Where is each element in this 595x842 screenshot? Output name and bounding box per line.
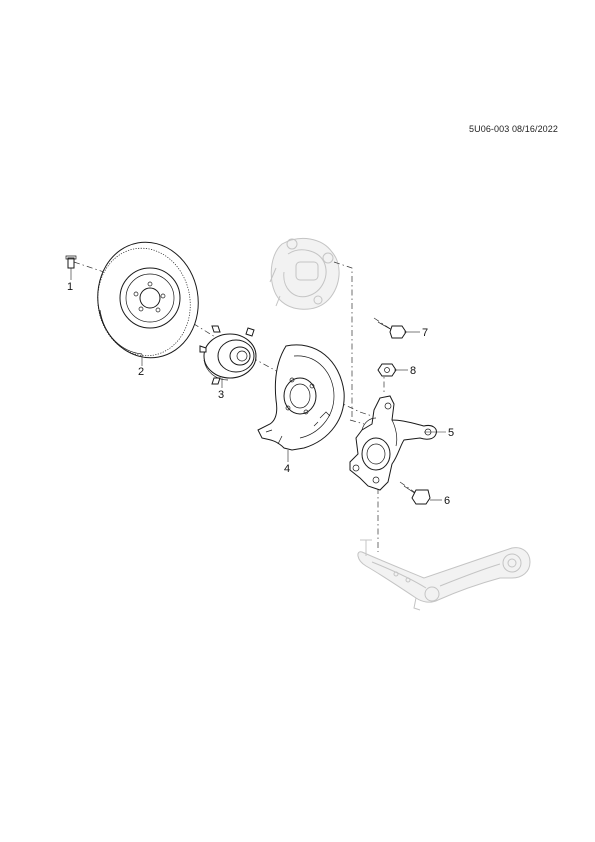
part-1-bolt — [65, 255, 77, 269]
part-3-wheel-hub — [199, 325, 257, 385]
callout-6: 6 — [444, 495, 450, 507]
callout-4: 4 — [284, 463, 290, 475]
drawing-reference-code: 5U06-003 08/16/2022 — [469, 124, 558, 134]
part-5-steering-knuckle — [349, 395, 437, 491]
part-6-bolt — [403, 485, 431, 505]
part-4-dust-shield — [257, 344, 345, 451]
callout-8: 8 — [410, 365, 416, 377]
part-7-bolt — [377, 321, 407, 339]
part-2-brake-rotor — [97, 241, 199, 359]
callout-leaders — [70, 268, 446, 501]
callout-1: 1 — [67, 281, 73, 293]
ghost-lower-control-arm — [357, 539, 531, 611]
callout-3: 3 — [218, 389, 224, 401]
ghost-brake-caliper — [269, 237, 340, 310]
callout-5: 5 — [448, 427, 454, 439]
callout-7: 7 — [422, 327, 428, 339]
callout-2: 2 — [138, 366, 144, 378]
part-8-nut — [377, 363, 397, 377]
